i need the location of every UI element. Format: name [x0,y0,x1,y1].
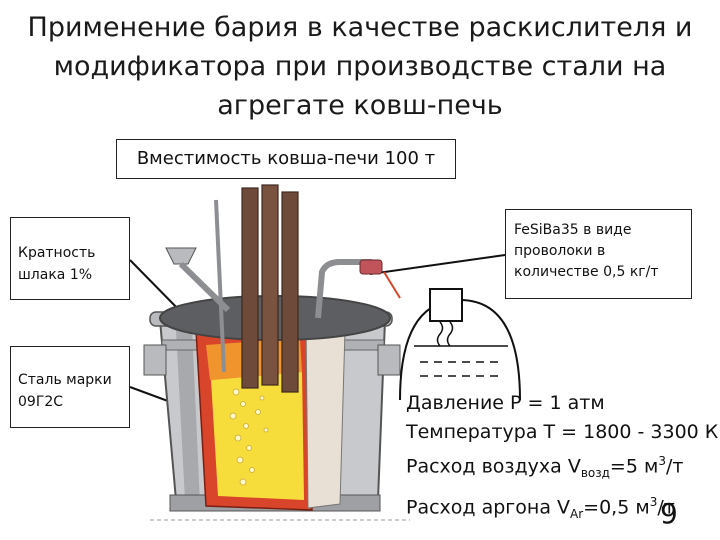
refractory-lining-right [305,321,346,509]
electrode-2 [261,184,279,386]
steel-grade-box: Сталь марки 09Г2С [10,346,130,428]
wire-feed [383,271,401,299]
wire-label-line-1: FeSiBa35 в виде [514,222,632,238]
argon-flow-unit: /т [657,496,675,519]
wire-pointer-line [369,254,506,275]
steel-label-line-1: Сталь марки [18,372,112,388]
air-flow-subscript: возд [580,466,610,481]
wire-feeder-head [359,259,383,275]
air-flow-superscript: 3 [658,454,666,468]
page-number: 9 [660,497,678,530]
air-flow-line: Расход воздуха Vвозд=5 м3/т [406,447,718,488]
process-parameters: Давление Р = 1 атм Температура Т = 1800 … [406,389,718,529]
argon-flow-line: Расход аргона VAr=0,5 м3/т [406,488,718,529]
gas-reactor-icon [399,288,521,401]
argon-bubbles [229,388,269,486]
title-line-1: Применение бария в качестве раскислителя… [27,12,693,43]
title-line-2: модификатора при производстве стали на [53,51,667,82]
air-flow-value: =5 м [609,455,659,478]
electrode-3 [281,191,299,393]
temperature-line: Температура Т = 1800 - 3300 К [406,421,719,443]
electrode-1 [241,187,259,389]
title-line-3: агрегате ковш-печь [217,90,503,121]
wire-additive-box: FeSiBa35 в виде проволоки в количестве 0… [505,209,692,299]
ladle-shell-shade [176,326,200,504]
argon-flow-superscript: 3 [649,495,658,510]
steel-label-line-2: 09Г2С [18,394,64,410]
wire-label-line-2: проволоки в [514,243,606,259]
alloy-hopper [165,247,197,265]
ladle-trunnion-right [377,344,401,376]
air-flow-unit: /т [665,455,684,478]
wire-label-line-3: количестве 0,5 кг/т [514,264,659,280]
pressure-line: Давление Р = 1 атм [406,392,605,414]
ladle-capacity-box: Вместимость ковша-печи 100 т [116,139,456,179]
slag-label-line-1: Кратность [18,245,96,261]
slag-ratio-box: Кратность шлака 1% [10,217,130,300]
argon-flow-prefix: Расход аргона V [406,496,571,519]
ladle-trunnion-left [143,344,167,376]
argon-flow-value: =0,5 м [583,496,650,519]
air-flow-prefix: Расход воздуха V [406,455,581,478]
molten-steel [211,372,304,500]
slag-label-line-2: шлака 1% [18,267,93,283]
wire-feeder-guide [315,259,372,319]
slide-title: Применение бария в качестве раскислителя… [0,8,720,125]
argon-lance [214,199,226,373]
argon-flow-subscript: Ar [570,507,584,522]
